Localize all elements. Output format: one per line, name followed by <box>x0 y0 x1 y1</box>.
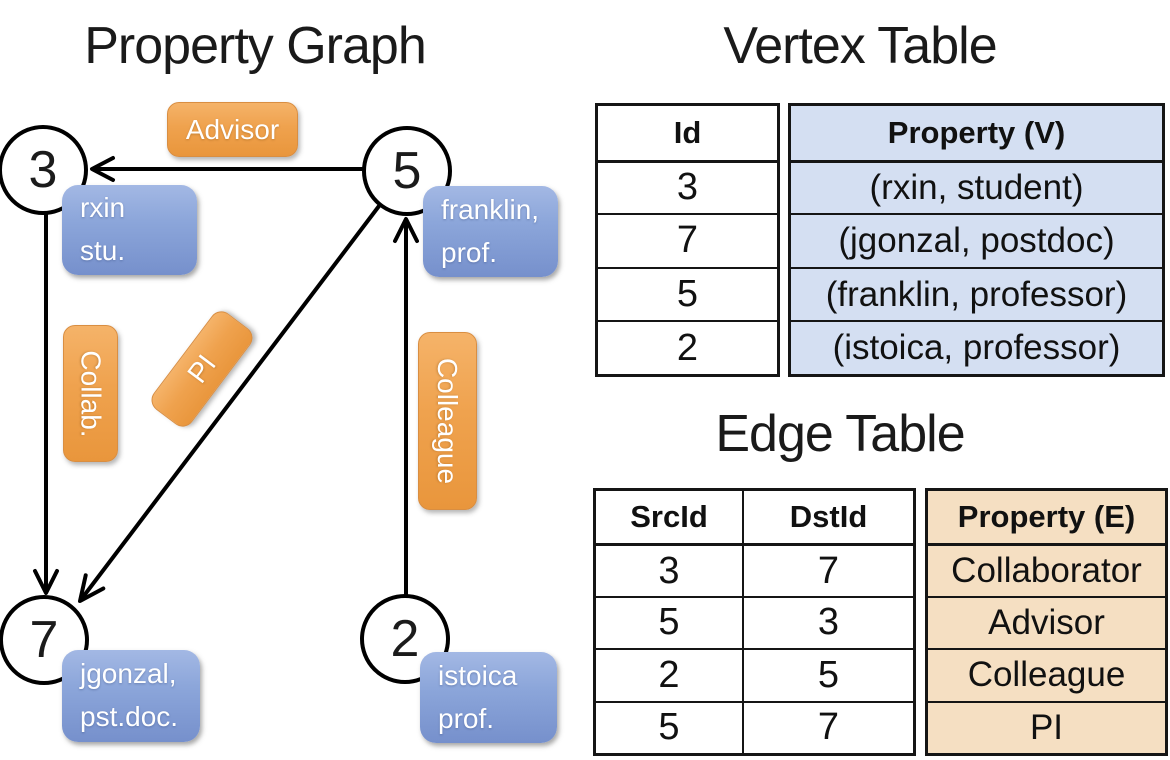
vertex-id-cell: 2 <box>598 320 777 374</box>
edge-advisor-5-to-3 <box>90 156 364 182</box>
arrowhead-left-icon <box>90 156 115 182</box>
edge-collab-3-to-7 <box>33 213 59 595</box>
node-property-5: franklin, prof. <box>423 186 558 277</box>
edge-src-cell: 3 <box>596 543 742 595</box>
node-id-label: 2 <box>390 610 420 668</box>
arrowhead-down-icon <box>33 569 59 595</box>
vertex-id-cell: 7 <box>598 213 777 267</box>
edge-src-cell: 5 <box>596 700 742 753</box>
node-property-7: jgonzal, pst.doc. <box>62 650 200 742</box>
vertex-table-id-column: Id 3 7 5 2 <box>595 103 780 377</box>
edge-table-title: Edge Table <box>715 405 965 463</box>
graph-edges-layer <box>33 156 419 603</box>
property-graph-title: Property Graph <box>84 17 427 75</box>
edge-label-colleague: Colleague <box>418 332 477 510</box>
node-id-label: 3 <box>28 141 58 199</box>
node-id-label: 7 <box>29 611 59 669</box>
node-property-3: rxin stu. <box>62 185 197 275</box>
edge-label-advisor: Advisor <box>167 102 298 157</box>
edge-dst-cell: 7 <box>742 700 913 753</box>
vertex-table-title: Vertex Table <box>723 17 997 75</box>
vertex-id-header: Id <box>673 114 702 150</box>
node-property-2: istoica prof. <box>420 652 557 743</box>
edge-property-header: Property (E) <box>928 491 1165 544</box>
arrowhead-up-icon <box>393 217 419 243</box>
edge-property-cell: PI <box>928 700 1165 753</box>
edge-dst-cell: 7 <box>742 543 913 596</box>
vertex-property-cell: (franklin, professor) <box>791 266 1162 321</box>
vertex-property-cell: (istoica, professor) <box>791 320 1162 374</box>
edge-src-cell: 2 <box>596 648 742 700</box>
edge-dst-cell: 5 <box>742 648 913 701</box>
vertex-id-cell: 5 <box>598 266 777 321</box>
vertex-property-header: Property (V) <box>791 106 1162 160</box>
edge-property-cell: Colleague <box>928 648 1165 701</box>
edge-table-property-column: Property (E) Collaborator Advisor Collea… <box>925 488 1168 756</box>
edge-src-cell: 5 <box>596 595 742 648</box>
vertex-property-cell: (rxin, student) <box>791 159 1162 214</box>
edge-dst-header: DstId <box>742 491 913 544</box>
edge-src-header: SrcId <box>630 499 708 535</box>
vertex-table-property-column: Property (V) (rxin, student) (jgonzal, p… <box>788 103 1165 377</box>
edge-property-cell: Advisor <box>928 595 1165 649</box>
edge-property-cell: Collaborator <box>928 543 1165 596</box>
edge-label-collab: Collab. <box>63 325 118 462</box>
edge-colleague-2-to-5 <box>393 217 419 596</box>
node-id-label: 5 <box>392 142 422 200</box>
edge-dst-cell: 3 <box>742 595 913 649</box>
vertex-id-cell: 3 <box>598 159 777 214</box>
edge-pi-5-to-7 <box>78 204 381 603</box>
edge-table-id-columns: SrcId DstId 3 7 5 3 2 5 5 7 <box>593 488 916 756</box>
vertex-property-cell: (jgonzal, postdoc) <box>791 213 1162 267</box>
graph-node-2: 2 <box>360 594 450 684</box>
arrowhead-down-left-icon <box>78 573 106 603</box>
